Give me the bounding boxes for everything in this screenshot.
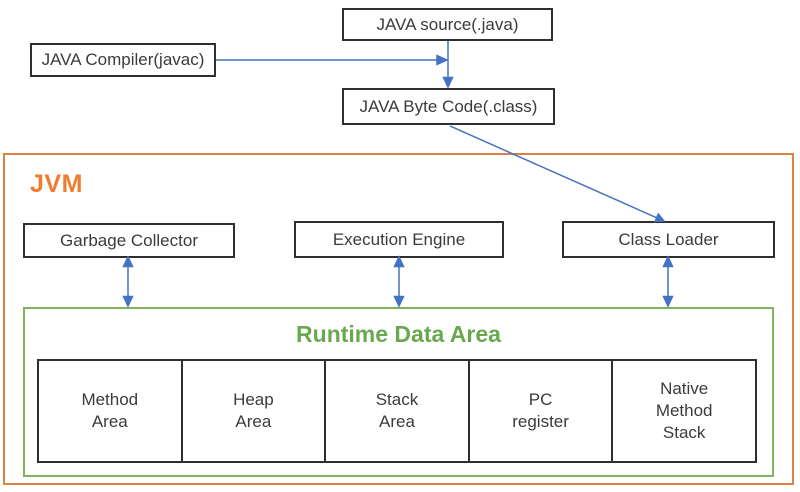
java-source-box: JAVA source(.java) xyxy=(342,8,553,41)
class-loader-box: Class Loader xyxy=(562,221,775,258)
java-compiler-box: JAVA Compiler(javac) xyxy=(30,43,216,77)
pc-register-cell: PC register xyxy=(468,359,613,463)
method-area-cell: Method Area xyxy=(37,359,182,463)
native-method-stack-cell: Native Method Stack xyxy=(612,359,757,463)
runtime-area-table: Method Area Heap Area Stack Area PC regi… xyxy=(37,359,757,463)
right-arrowhead-icon xyxy=(436,54,449,66)
runtime-data-area-title: Runtime Data Area xyxy=(296,321,501,347)
stack-area-cell: Stack Area xyxy=(325,359,469,463)
java-bytecode-box: JAVA Byte Code(.class) xyxy=(342,88,555,125)
heap-area-cell: Heap Area xyxy=(181,359,326,463)
down-arrowhead-icon xyxy=(442,76,454,89)
garbage-collector-box: Garbage Collector xyxy=(23,223,235,258)
jvm-title: JVM xyxy=(30,170,83,198)
execution-engine-box: Execution Engine xyxy=(294,221,504,258)
runtime-data-area-box: Runtime Data Area Method Area Heap Area … xyxy=(23,307,774,477)
